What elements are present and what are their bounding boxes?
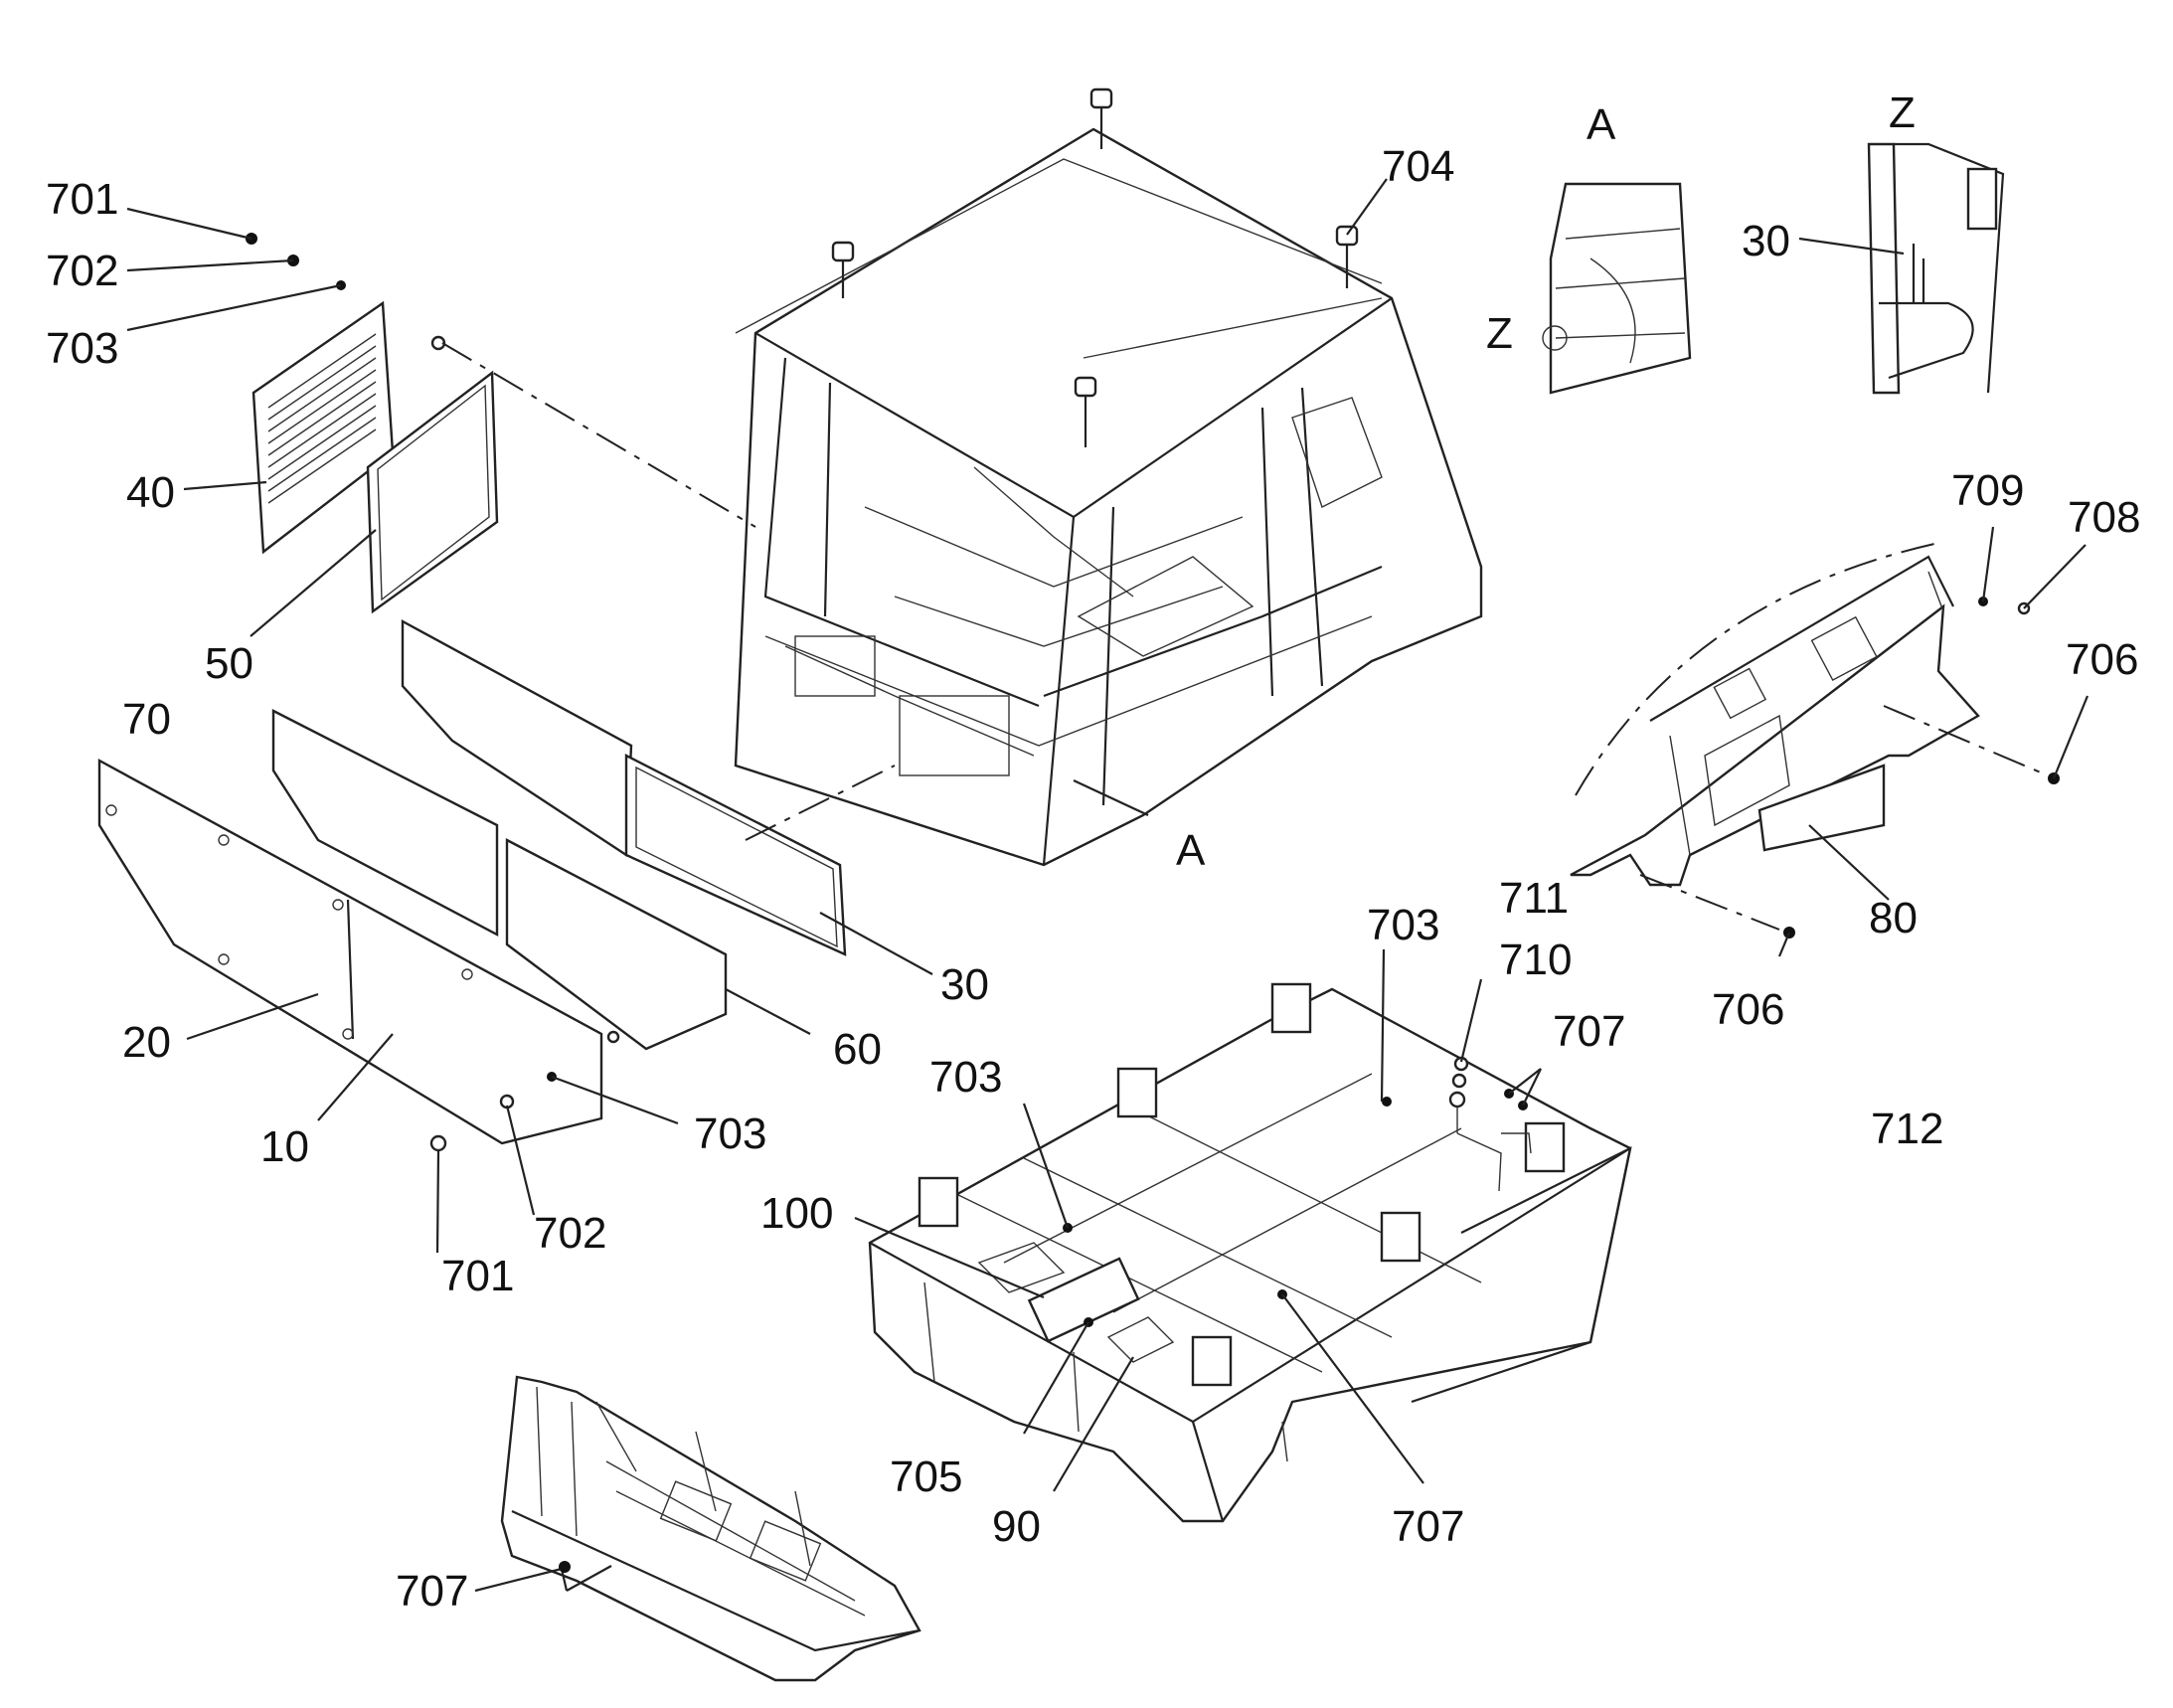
lower-subframe — [500, 1375, 921, 1682]
callout-706-right: 706 — [2066, 635, 2138, 684]
callout-703-base: 703 — [929, 1053, 1002, 1102]
detail-view-A — [1542, 182, 1692, 395]
callout-711: 711 — [1499, 874, 1569, 923]
callout-707-right: 707 — [1553, 1007, 1625, 1056]
cover-plate-80 — [1757, 764, 1886, 852]
callout-A-detail: A — [1587, 100, 1616, 149]
callout-701-bottom: 701 — [441, 1252, 514, 1300]
callout-90: 90 — [992, 1502, 1041, 1551]
callout-707-base: 707 — [1392, 1502, 1464, 1551]
callout-30-detail: 30 — [1742, 217, 1790, 265]
callout-712: 712 — [1871, 1105, 1943, 1153]
cab-mount-knobs — [831, 87, 1359, 447]
detail-view-Z — [1867, 142, 2005, 395]
leader-lines — [126, 178, 2089, 1593]
rear-centerlines — [1575, 541, 2060, 939]
panel-70 — [271, 709, 499, 937]
callout-30-main: 30 — [940, 960, 989, 1009]
callout-701-top: 701 — [46, 175, 118, 224]
callout-Z-detail-A: Z — [1486, 309, 1513, 358]
assembly-centerlines — [441, 342, 896, 841]
callout-703-top: 703 — [46, 324, 118, 373]
callout-703-left: 703 — [694, 1110, 766, 1158]
callout-70: 70 — [122, 695, 171, 744]
callout-20: 20 — [122, 1018, 171, 1067]
callout-708: 708 — [2068, 493, 2140, 542]
callout-702-bottom: 702 — [534, 1209, 606, 1258]
cab-assembly — [734, 127, 1483, 867]
callout-80: 80 — [1869, 894, 1918, 942]
callout-704: 704 — [1382, 142, 1454, 191]
callout-Z-detail: Z — [1889, 88, 1916, 137]
callout-40: 40 — [126, 468, 175, 517]
callout-705: 705 — [890, 1452, 962, 1501]
seal-frame-50 — [366, 370, 499, 614]
callout-707-lower: 707 — [396, 1567, 468, 1616]
callout-706-bottom: 706 — [1712, 985, 1784, 1034]
callout-710: 710 — [1499, 936, 1572, 984]
callout-709: 709 — [1951, 466, 2024, 515]
callout-A-cab: A — [1176, 826, 1206, 875]
cover-panel-20-10 — [97, 758, 603, 1145]
callout-50: 50 — [205, 639, 253, 688]
callout-100: 100 — [760, 1189, 833, 1238]
base-frame-assembly — [868, 987, 1632, 1523]
callout-702-top: 702 — [46, 247, 118, 295]
callout-60: 60 — [833, 1025, 882, 1074]
callout-labels: 701 702 703 40 50 70 20 10 701 702 703 6… — [46, 88, 2140, 1616]
rear-console-assembly — [1570, 555, 1980, 887]
panel-60 — [505, 838, 728, 1051]
base-posts — [918, 982, 1566, 1387]
callout-703-top-base: 703 — [1367, 901, 1439, 949]
callout-10: 10 — [260, 1122, 309, 1171]
fastener-707-lower — [559, 1561, 571, 1573]
